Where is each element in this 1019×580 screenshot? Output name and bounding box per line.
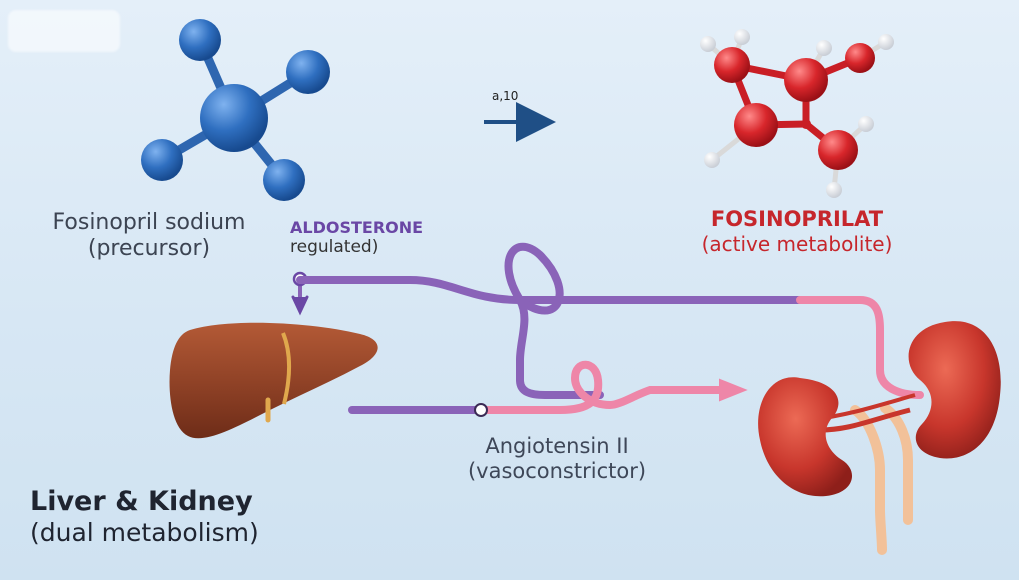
aldosterone-subtitle: regulated)	[290, 237, 379, 258]
angiotensin-role: (vasoconstrictor)	[467, 459, 647, 484]
reaction-condition-label: a,10	[492, 89, 519, 103]
precursor-role: (precursor)	[87, 236, 211, 262]
purple-pathway	[296, 242, 804, 414]
organs-label: Liver & Kidney (dual metabolism)	[30, 486, 259, 548]
metabolite-name: FOSINOPRILAT	[710, 207, 884, 231]
precursor-molecule-icon	[141, 19, 330, 201]
watermark	[8, 10, 120, 52]
pink-pathway	[474, 296, 924, 417]
metabolite-molecule-icon	[700, 29, 894, 198]
liver-icon	[169, 322, 378, 439]
precursor-name: Fosinopril sodium	[52, 210, 246, 235]
angiotensin-name: Angiotensin II	[485, 434, 629, 458]
aldosterone-title: ALDOSTERONE	[290, 218, 424, 237]
metabolite-label: FOSINOPRILAT (active metabolite)	[684, 207, 910, 256]
aldosterone-label: ALDOSTERONE regulated)	[290, 218, 423, 258]
organs-subtitle: (dual metabolism)	[30, 518, 259, 548]
angiotensin-label: Angiotensin II (vasoconstrictor)	[452, 434, 662, 484]
precursor-label: Fosinopril sodium (precursor)	[34, 210, 264, 263]
kidneys-icon	[758, 321, 1001, 555]
metabolite-role: (active metabolite)	[701, 232, 893, 257]
organs-title: Liver & Kidney	[30, 486, 253, 517]
